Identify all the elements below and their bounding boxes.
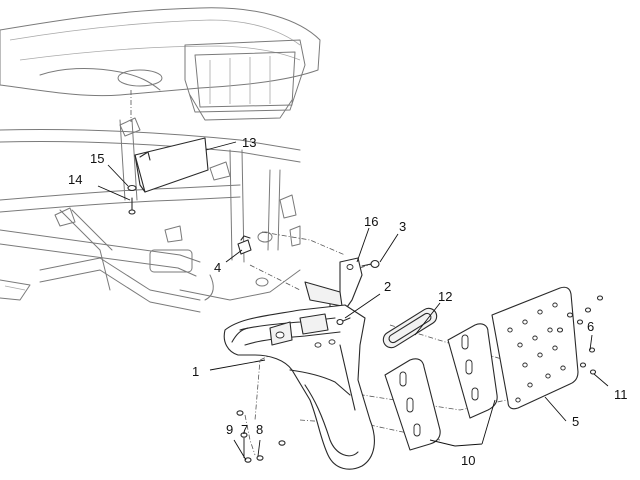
part-1-mudguard	[223, 304, 375, 470]
callout-labels: 1 2 3 4 5 6 7 8 9 10 11 12 13 14 15 16	[68, 135, 628, 468]
callout-12: 12	[438, 289, 452, 304]
part-13-shield	[134, 137, 209, 193]
callout-1: 1	[192, 364, 199, 379]
part-10-pads	[384, 323, 498, 451]
callout-11: 11	[614, 387, 628, 402]
part-2-screw	[336, 317, 351, 326]
callout-8: 8	[256, 422, 263, 437]
part-7-nut	[236, 410, 248, 438]
leader-lines	[97, 141, 609, 461]
callout-3: 3	[399, 219, 406, 234]
part-11-screws	[579, 362, 597, 375]
part-8-washer	[278, 440, 286, 446]
callout-5: 5	[572, 414, 579, 429]
callout-6: 6	[587, 319, 594, 334]
part-9-screw	[244, 455, 264, 463]
part-15-washer	[127, 184, 137, 192]
callout-2: 2	[384, 279, 391, 294]
part-14-screw	[128, 197, 136, 215]
callout-10: 10	[461, 453, 475, 468]
callout-14: 14	[68, 172, 82, 187]
callout-15: 15	[90, 151, 104, 166]
callout-7: 7	[241, 422, 248, 437]
part-16-bracket	[304, 257, 363, 313]
callout-16: 16	[364, 214, 378, 229]
part-5-plate-bracket	[491, 286, 579, 410]
callout-9: 9	[226, 422, 233, 437]
callout-13: 13	[242, 135, 256, 150]
callout-4: 4	[214, 260, 221, 275]
part-6-screws	[556, 295, 604, 353]
part-3-screw	[361, 259, 380, 269]
chassis-frame	[0, 7, 321, 313]
part-12-reflector	[382, 307, 438, 349]
